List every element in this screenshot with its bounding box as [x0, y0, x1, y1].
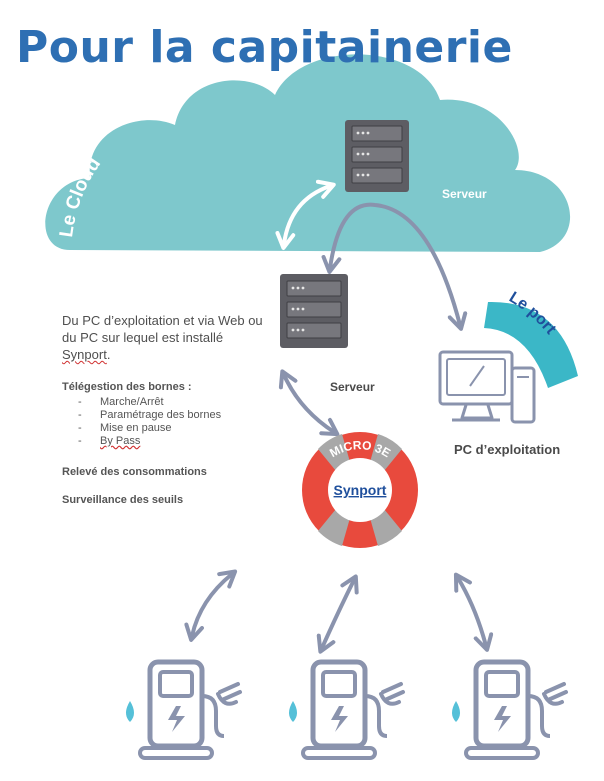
- server-icon-middle: [280, 274, 348, 348]
- plug-icon: [216, 682, 242, 706]
- page-title: Pour la capitainerie: [16, 22, 513, 73]
- buoy-center-label: Synport: [334, 482, 387, 498]
- server-top-label: Serveur: [442, 187, 487, 201]
- computer-icon: [438, 350, 536, 424]
- telegestion-list: Marche/Arrêt Paramétrage des bornes Mise…: [78, 396, 221, 448]
- water-drop-icon: [289, 701, 297, 722]
- description-part1: Du PC d’exploitation et via Web ou du PC…: [62, 313, 263, 345]
- station-left-arrow: [184, 569, 238, 642]
- description-part2: .: [106, 347, 111, 362]
- charging-station-icon: [126, 659, 242, 760]
- lightning-icon: [331, 706, 348, 732]
- pc-label: PC d’exploitation: [454, 442, 561, 457]
- lifebuoy-icon: [302, 432, 418, 548]
- description-text: Du PC d’exploitation et via Web ou du PC…: [62, 312, 272, 363]
- charging-station-icon: [452, 659, 568, 760]
- list-item: Paramétrage des bornes: [78, 409, 221, 422]
- lightning-icon: [494, 706, 511, 732]
- port-tag: [484, 301, 578, 388]
- plug-icon: [379, 682, 405, 706]
- list-item: By Pass: [78, 435, 221, 448]
- list-item: Marche/Arrêt: [78, 396, 221, 409]
- description-synport: Synport: [62, 347, 107, 362]
- cloud-link-arrow: [275, 179, 336, 250]
- surveillance-title: Surveillance des seuils: [62, 494, 184, 506]
- water-drop-icon: [126, 701, 134, 722]
- station-right-arrow: [453, 572, 494, 652]
- releve-title: Relevé des consommations: [62, 466, 207, 478]
- lightning-icon: [168, 706, 185, 732]
- server-middle-label: Serveur: [330, 380, 375, 394]
- water-drop-icon: [452, 701, 460, 722]
- server-to-synport-arrow: [278, 369, 340, 437]
- list-item: Mise en pause: [78, 422, 221, 435]
- server-icon-top: [345, 120, 409, 192]
- station-center-arrow: [316, 574, 359, 654]
- server-to-pc-arrow: [321, 202, 468, 331]
- charging-station-icon: [289, 659, 405, 760]
- telegestion-title: Télégestion des bornes :: [62, 381, 192, 393]
- cloud-shape: [45, 54, 571, 252]
- plug-icon: [542, 682, 568, 706]
